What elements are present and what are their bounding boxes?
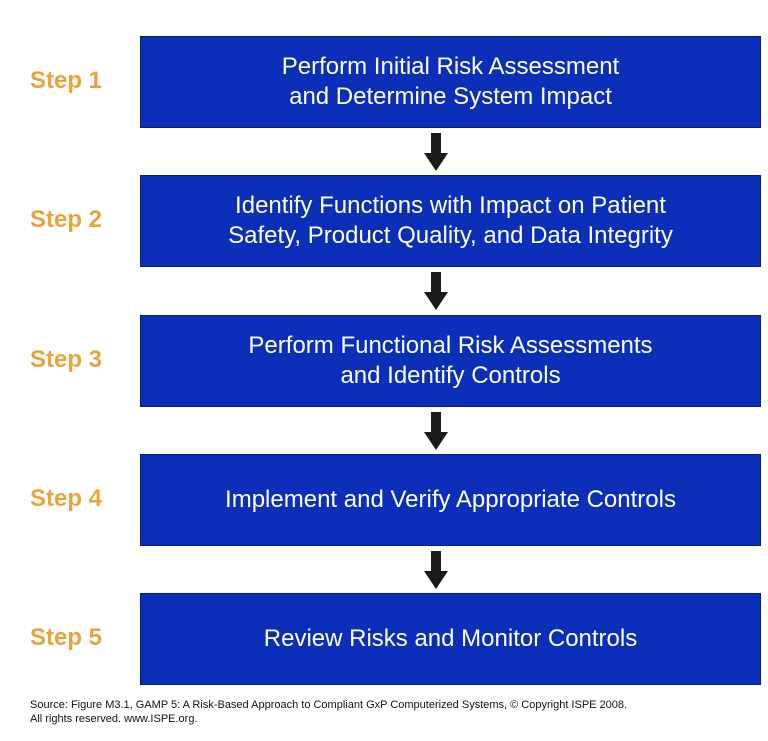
arrow-4-to-5 xyxy=(424,551,448,591)
step-2-text-line-1: Identify Functions with Impact on Patien… xyxy=(235,192,666,219)
step-2-label: Step 2 xyxy=(30,206,103,233)
step-5-text-line-1: Review Risks and Monitor Controls xyxy=(263,625,638,652)
step-1-label: Step 1 xyxy=(30,67,103,94)
step-1-box: Perform Initial Risk Assessment and Dete… xyxy=(140,36,761,128)
step-5-box: Review Risks and Monitor Controls xyxy=(140,593,761,685)
arrow-2-to-3 xyxy=(424,272,448,312)
arrow-1-to-2 xyxy=(424,133,448,173)
step-5-label: Step 5 xyxy=(30,624,103,651)
step-3-box: Perform Functional Risk Assessments and … xyxy=(140,315,761,407)
source-caption: Source: Figure M3.1, GAMP 5: A Risk-Base… xyxy=(30,698,750,726)
step-3-label: Step 3 xyxy=(30,346,103,373)
step-1-text-line-2: and Determine System Impact xyxy=(289,83,612,110)
step-2-text-line-2: Safety, Product Quality, and Data Integr… xyxy=(228,222,673,249)
source-caption-line-1: Source: Figure M3.1, GAMP 5: A Risk-Base… xyxy=(30,699,628,711)
step-3-text-line-1: Perform Functional Risk Assessments xyxy=(248,332,653,359)
step-4-label: Step 4 xyxy=(30,485,103,512)
step-4-text-line-1: Implement and Verify Appropriate Control… xyxy=(225,486,676,513)
step-1-text-line-1: Perform Initial Risk Assessment xyxy=(281,53,620,80)
step-2-box: Identify Functions with Impact on Patien… xyxy=(140,175,761,267)
step-4-box: Implement and Verify Appropriate Control… xyxy=(140,454,761,546)
step-3-text-line-2: and Identify Controls xyxy=(340,362,561,389)
source-caption-line-2: All rights reserved. www.ISPE.org. xyxy=(30,713,198,725)
arrow-3-to-4 xyxy=(424,412,448,452)
